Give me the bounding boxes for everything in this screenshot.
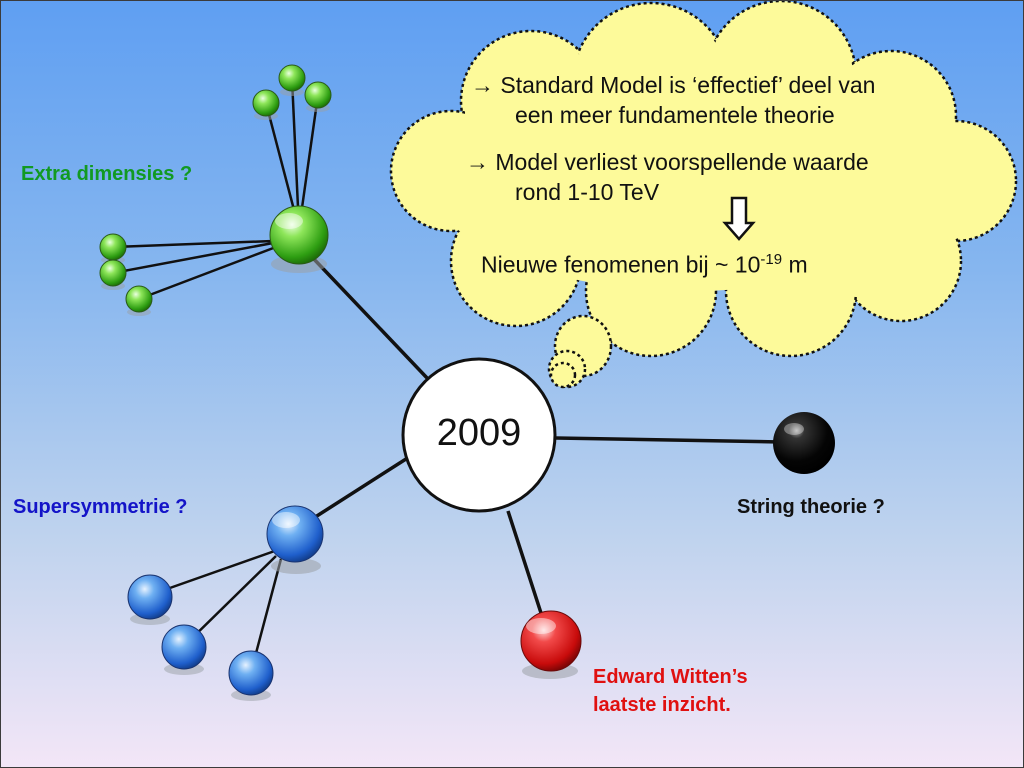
string-theory-node <box>773 412 835 474</box>
cloud-line-1: → Standard Model is ‘effectief’ deel van <box>471 72 876 98</box>
label-extra-dimensions: Extra dimensies ? <box>21 163 193 185</box>
blue-small-spheres <box>127 574 274 701</box>
supersymmetry-node <box>266 505 324 574</box>
new-phenomena-text: Nieuwe fenomenen bij ~ 10 <box>481 251 761 278</box>
center-node <box>401 357 557 513</box>
center-year: 2009 <box>436 412 522 454</box>
cloud-line-3: → Model verliest voorspellende waarde <box>466 149 869 175</box>
label-string-theory: String theorie ? <box>737 496 885 518</box>
label-witten-line1: Edward Witten’s <box>593 666 748 688</box>
connectors <box>308 254 782 614</box>
cloud-line-2: een meer fundamentele theorie <box>515 102 835 128</box>
witten-node <box>520 610 582 679</box>
unit: m <box>782 251 808 278</box>
label-supersymmetry: Supersymmetrie ? <box>13 496 188 518</box>
cloud-line-4: rond 1-10 TeV <box>515 179 660 205</box>
thought-cloud <box>389 1 1018 389</box>
extra-dimensions-node <box>269 205 329 273</box>
cloud-new-phenomena: Nieuwe fenomenen bij ~ 10-19 m <box>481 251 808 279</box>
exponent: -19 <box>760 251 783 268</box>
green-small-spheres <box>99 64 332 316</box>
thought-bubbles <box>547 314 613 389</box>
label-witten-line2: laatste inzicht. <box>593 694 731 716</box>
down-arrow-icon <box>722 196 756 241</box>
